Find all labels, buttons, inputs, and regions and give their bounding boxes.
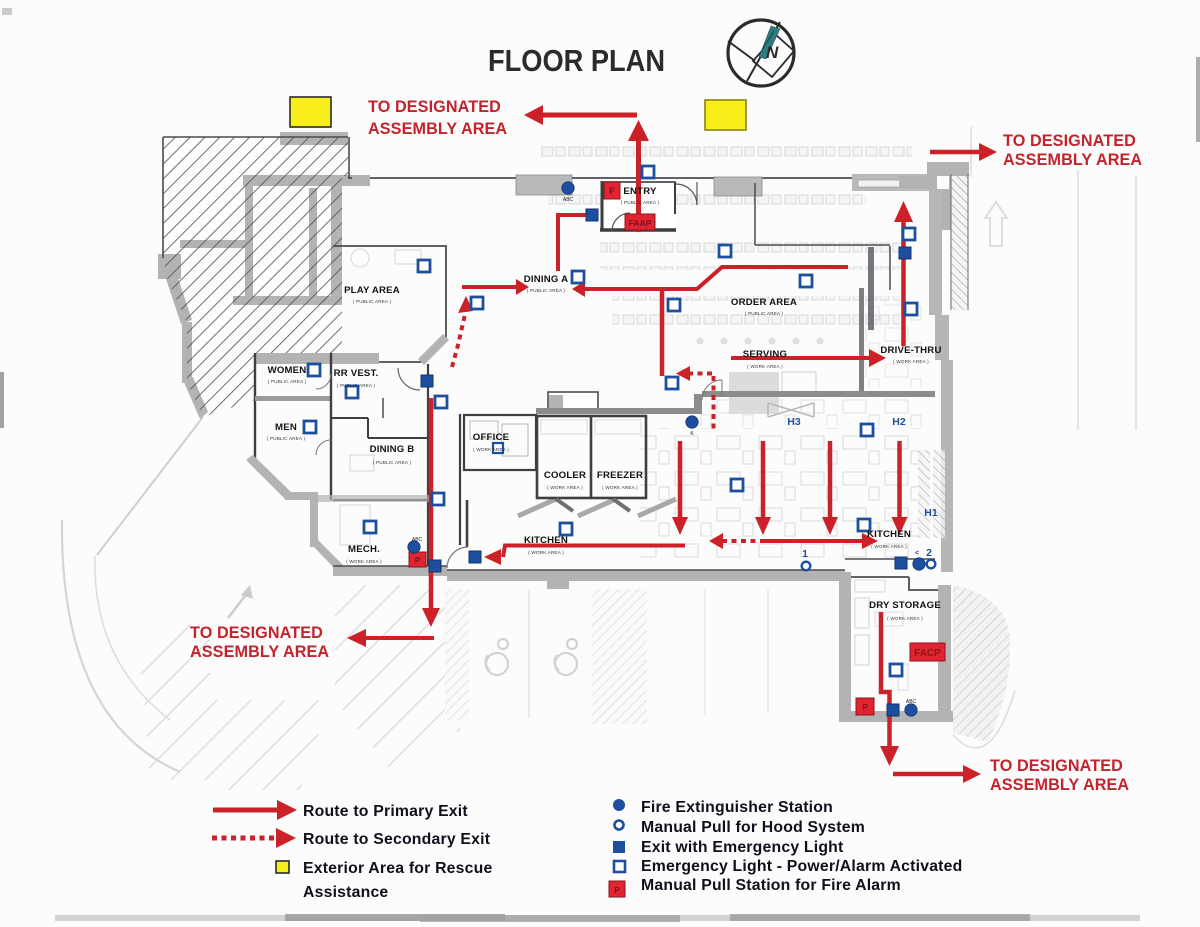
- svg-text:ASSEMBLY AREA: ASSEMBLY AREA: [190, 643, 329, 661]
- svg-text:( WORK AREA ): ( WORK AREA ): [346, 559, 382, 564]
- svg-text:ENTRY: ENTRY: [623, 186, 657, 197]
- svg-text:TO DESIGNATED: TO DESIGNATED: [990, 757, 1123, 775]
- svg-text:1: 1: [802, 548, 808, 560]
- svg-text:KITCHEN: KITCHEN: [524, 535, 568, 546]
- svg-text:PLAY AREA: PLAY AREA: [344, 285, 400, 296]
- svg-text:( WORK AREA ): ( WORK AREA ): [602, 485, 638, 490]
- svg-text:( PUBLIC AREA ): ( PUBLIC AREA ): [621, 200, 660, 205]
- svg-text:TO DESIGNATED: TO DESIGNATED: [368, 98, 501, 116]
- svg-text:( PUBLIC AREA ): ( PUBLIC AREA ): [373, 460, 412, 465]
- svg-text:Exterior Area for Rescue: Exterior Area for Rescue: [303, 860, 492, 877]
- svg-text:( PUBLIC AREA ): ( PUBLIC AREA ): [527, 288, 566, 293]
- svg-text:Emergency Light - Power/Alarm: Emergency Light - Power/Alarm Activated: [641, 858, 962, 875]
- svg-text:<: <: [915, 550, 919, 557]
- svg-text:N: N: [766, 43, 779, 62]
- svg-text:ABC: ABC: [906, 699, 917, 705]
- svg-text:COOLER: COOLER: [544, 470, 586, 481]
- svg-text:Assistance: Assistance: [303, 884, 388, 901]
- svg-text:H3: H3: [787, 416, 801, 428]
- svg-text:P: P: [415, 556, 421, 565]
- svg-text:P: P: [862, 703, 868, 712]
- svg-text:ASSEMBLY AREA: ASSEMBLY AREA: [990, 776, 1129, 794]
- svg-text:( PUBLIC AREA ): ( PUBLIC AREA ): [268, 379, 307, 384]
- svg-text:TO DESIGNATED: TO DESIGNATED: [190, 624, 323, 642]
- svg-text:( PUBLIC AREA ): ( PUBLIC AREA ): [337, 383, 376, 388]
- svg-text:( PUBLIC AREA ): ( PUBLIC AREA ): [745, 311, 784, 316]
- svg-text:ASSEMBLY AREA: ASSEMBLY AREA: [1003, 151, 1142, 169]
- svg-text:KITCHEN: KITCHEN: [867, 529, 911, 540]
- svg-text:ABC: ABC: [412, 537, 423, 543]
- svg-text:TO DESIGNATED: TO DESIGNATED: [1003, 132, 1136, 150]
- svg-text:MECH.: MECH.: [348, 544, 380, 555]
- svg-text:( WORK AREA ): ( WORK AREA ): [547, 485, 583, 490]
- svg-text:DINING B: DINING B: [370, 444, 415, 455]
- svg-text:H1: H1: [924, 507, 938, 519]
- svg-text:FAAP: FAAP: [629, 218, 652, 228]
- svg-text:( WORK AREA ): ( WORK AREA ): [887, 616, 923, 621]
- svg-text:K: K: [690, 431, 694, 437]
- svg-text:FLOOR PLAN: FLOOR PLAN: [488, 43, 665, 78]
- svg-text:Route to Primary Exit: Route to Primary Exit: [303, 803, 468, 820]
- svg-text:DINING A: DINING A: [524, 274, 568, 285]
- svg-text:( WORK AREA ): ( WORK AREA ): [747, 364, 783, 369]
- svg-text:Fire Extinguisher Station: Fire Extinguisher Station: [641, 799, 833, 816]
- svg-text:OFFICE: OFFICE: [473, 432, 510, 443]
- svg-text:DRIVE-THRU: DRIVE-THRU: [880, 345, 941, 356]
- svg-text:Exit with Emergency Light: Exit with Emergency Light: [641, 839, 844, 856]
- svg-text:DRY STORAGE: DRY STORAGE: [869, 600, 941, 611]
- svg-text:( WORK AREA ): ( WORK AREA ): [893, 359, 929, 364]
- svg-text:Route to Secondary Exit: Route to Secondary Exit: [303, 831, 491, 848]
- svg-text:FACP: FACP: [914, 648, 941, 659]
- svg-text:2: 2: [926, 547, 932, 559]
- svg-text:P: P: [614, 886, 620, 895]
- svg-text:ABC: ABC: [563, 197, 574, 203]
- svg-text:( PUBLIC AREA ): ( PUBLIC AREA ): [267, 436, 306, 441]
- svg-text:( WORK AREA ): ( WORK AREA ): [871, 544, 907, 549]
- svg-text:SERVING: SERVING: [743, 349, 787, 360]
- svg-text:H2: H2: [892, 416, 906, 428]
- svg-text:ASSEMBLY AREA: ASSEMBLY AREA: [368, 120, 507, 138]
- svg-text:ORDER AREA: ORDER AREA: [731, 297, 797, 308]
- svg-text:( PUBLIC AREA ): ( PUBLIC AREA ): [353, 299, 392, 304]
- svg-text:MEN: MEN: [275, 422, 297, 433]
- svg-text:RR VEST.: RR VEST.: [334, 368, 379, 379]
- svg-text:Manual Pull Station for Fire A: Manual Pull Station for Fire Alarm: [641, 877, 901, 894]
- svg-text:Manual Pull for Hood System: Manual Pull for Hood System: [641, 819, 865, 836]
- svg-text:( WORK AREA ): ( WORK AREA ): [528, 550, 564, 555]
- svg-text:( WORK AREA ): ( WORK AREA ): [473, 447, 509, 452]
- svg-text:FREEZER: FREEZER: [597, 470, 643, 481]
- svg-text:F: F: [609, 186, 615, 196]
- svg-text:WOMEN: WOMEN: [268, 365, 307, 376]
